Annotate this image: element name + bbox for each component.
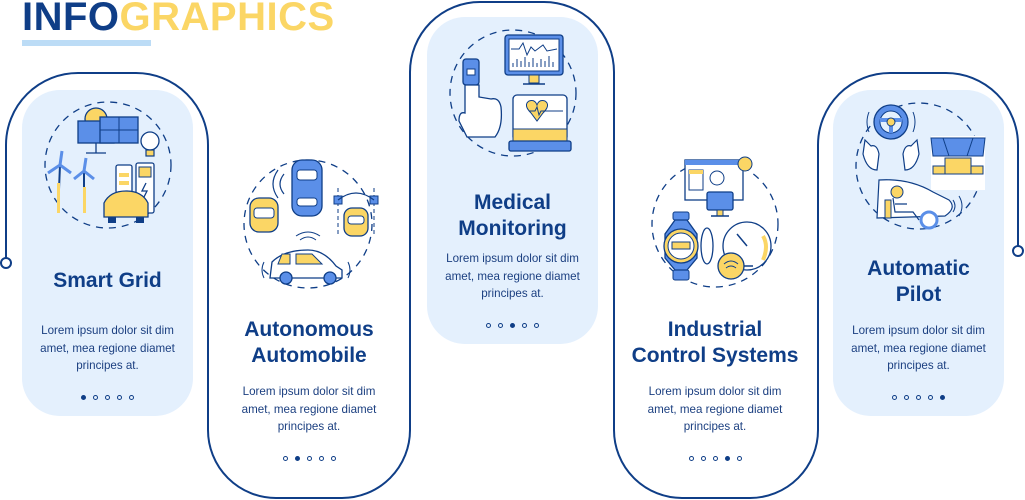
step-dot-5[interactable] <box>940 395 945 400</box>
step-dot-5[interactable] <box>129 395 134 400</box>
step-dot-3[interactable] <box>306 456 312 461</box>
title-underline <box>22 40 151 46</box>
infographics-title: INFOGRAPHICS <box>22 0 335 40</box>
step-dot-1[interactable] <box>282 456 288 461</box>
connector-line <box>5 0 1019 499</box>
step-dot-3[interactable] <box>105 395 110 400</box>
title-part-graphics: GRAPHICS <box>119 0 335 39</box>
autopilot-icon <box>854 102 986 230</box>
step-indicator <box>22 395 193 400</box>
step-dot-2[interactable] <box>904 395 909 400</box>
step-dot-2[interactable] <box>498 323 503 328</box>
step-indicator <box>222 456 396 461</box>
step-dot-3[interactable] <box>712 456 718 461</box>
step-dot-4[interactable] <box>318 456 324 461</box>
step-dot-4[interactable] <box>117 395 122 400</box>
medical-monitor-icon <box>448 29 577 157</box>
step-dot-1[interactable] <box>892 395 897 400</box>
step-dot-1[interactable] <box>81 395 86 400</box>
step-dot-4[interactable] <box>928 395 933 400</box>
step-dot-2[interactable] <box>294 456 300 461</box>
step-dot-5[interactable] <box>736 456 742 461</box>
step-indicator <box>833 395 1004 400</box>
end-node <box>1012 245 1024 257</box>
step-dot-5[interactable] <box>534 323 539 328</box>
step-indicator <box>427 323 598 328</box>
step-dot-1[interactable] <box>688 456 694 461</box>
step-dot-3[interactable] <box>916 395 921 400</box>
smart-grid-icon <box>43 101 172 229</box>
step-indicator <box>628 456 802 461</box>
autonomous-car-icon <box>243 159 379 289</box>
step-dot-4[interactable] <box>522 323 527 328</box>
step-dot-2[interactable] <box>93 395 98 400</box>
step-dot-1[interactable] <box>486 323 491 328</box>
step-dot-4[interactable] <box>724 456 730 461</box>
industrial-control-icon <box>651 156 779 288</box>
start-node <box>0 257 12 269</box>
step-dot-2[interactable] <box>700 456 706 461</box>
step-dot-5[interactable] <box>330 456 336 461</box>
card-title: Smart Grid <box>53 269 162 292</box>
step-dot-3[interactable] <box>510 323 515 328</box>
title-part-info: INFO <box>22 0 120 39</box>
